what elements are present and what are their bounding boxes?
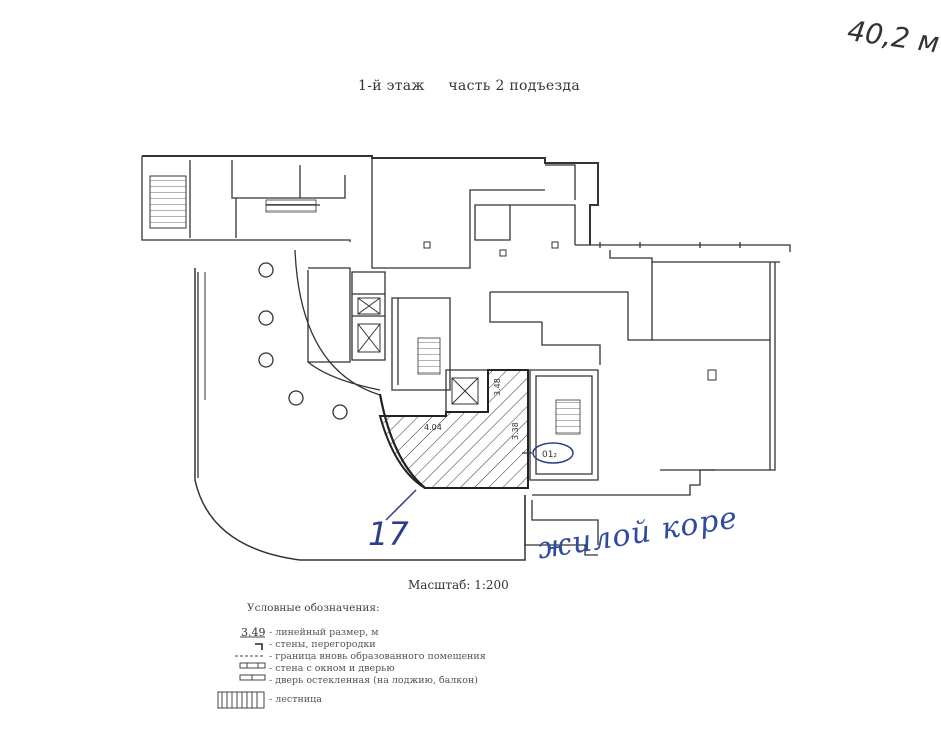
hatched-room — [378, 369, 529, 489]
legend-item-dimension: 3.49 - линейный размер, м — [217, 626, 537, 639]
legend-item-glass-door: - дверь остекленная (на лоджию, балкон) — [217, 675, 537, 687]
legend-dimension-value: 3.49 — [241, 626, 266, 639]
legend-item-walls: - стены, перегородки — [217, 639, 537, 651]
handwritten-room-number: 17 — [368, 515, 409, 553]
dimension-404: 4.04 — [424, 423, 442, 432]
legend-item-label: - линейный размер, м — [269, 627, 379, 638]
legend-title: Условные обозначения: — [247, 602, 380, 614]
room-label: 01₂ — [542, 450, 557, 460]
dimension-348: 3.48 — [493, 378, 502, 396]
scale-label: Масштаб: 1:200 — [408, 578, 509, 592]
legend-item-window-door: - стена с окном и дверью — [217, 663, 537, 675]
legend-item-label: - дверь остекленная (на лоджию, балкон) — [269, 675, 478, 686]
legend-item-stairs: - лестница — [217, 694, 537, 706]
legend-item-label: - граница вновь образованного помещения — [269, 651, 486, 662]
floor-plan: 4.04 3.48 3.38 01₂ — [141, 155, 791, 709]
legend-item-label: - стены, перегородки — [269, 639, 376, 650]
legend-item-label: - лестница — [269, 694, 322, 705]
dimension-338: 3.38 — [511, 422, 520, 440]
plan-title: 1-й этаж часть 2 подъезда — [358, 78, 580, 94]
legend-item-boundary: - граница вновь образованного помещения — [217, 651, 537, 663]
legend-item-label: - стена с окном и дверью — [269, 663, 395, 674]
